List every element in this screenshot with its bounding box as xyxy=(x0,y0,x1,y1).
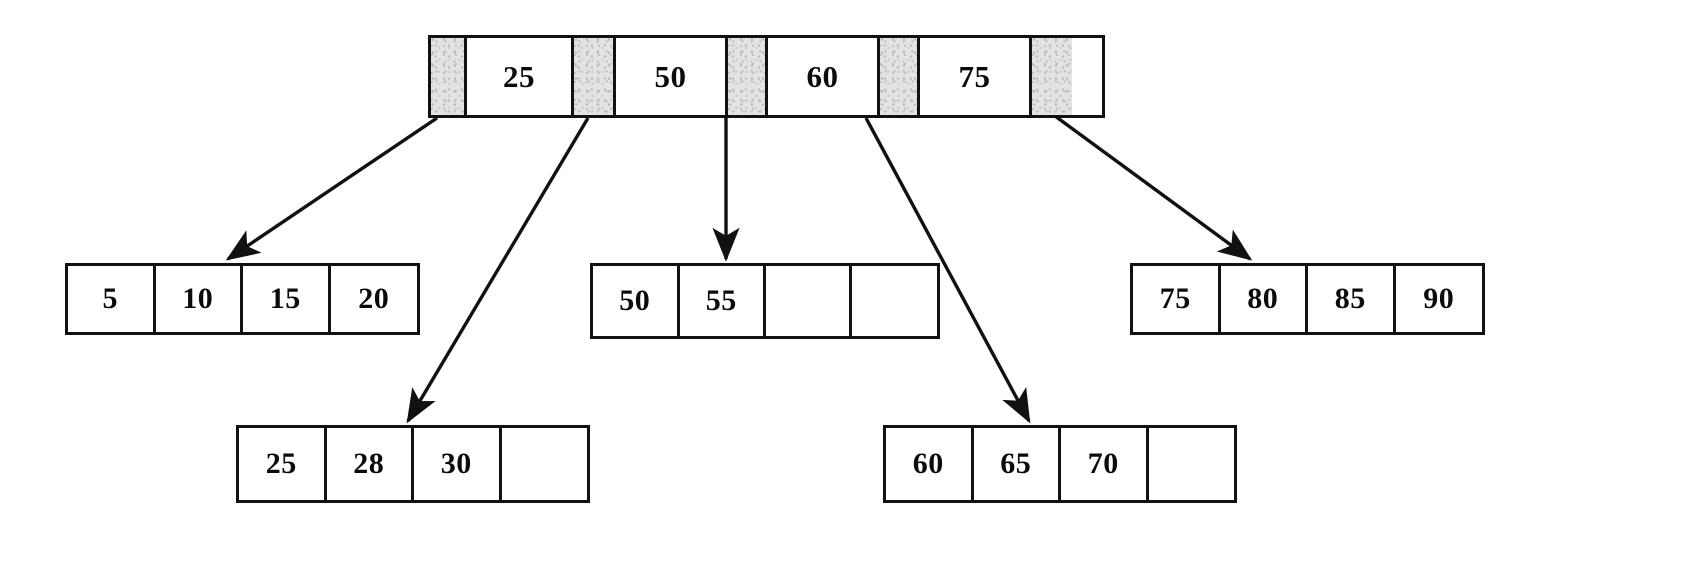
leaf-b-key-cell-1[interactable]: 28 xyxy=(326,428,414,500)
root-key-cell-3[interactable]: 50 xyxy=(616,38,728,115)
edge-root-ptr1-to-leaf-b-arrow xyxy=(406,117,590,424)
root-key-cell-5[interactable]: 60 xyxy=(768,38,880,115)
leaf-d-key-cell-0[interactable]: 60 xyxy=(886,428,974,500)
root-pointer-cell-6[interactable] xyxy=(880,38,920,115)
leaf-d-key-cell-1[interactable]: 65 xyxy=(973,428,1061,500)
leaf-e-key-cell-3[interactable]: 90 xyxy=(1395,266,1483,332)
edge-root-ptr0-to-leaf-a-arrow xyxy=(225,116,438,261)
root-pointer-cell-0[interactable] xyxy=(431,38,467,115)
leaf-c-key-cell-0[interactable]: 50 xyxy=(593,266,680,336)
leaf-c-empty-cell-2[interactable] xyxy=(766,266,852,336)
leaf-d-empty-cell-3[interactable] xyxy=(1148,428,1234,500)
leaf-c-empty-cell-3[interactable] xyxy=(851,266,937,336)
leaf-c-key-cell-1[interactable]: 55 xyxy=(679,266,766,336)
leaf-b-key-cell-0[interactable]: 25 xyxy=(239,428,327,500)
edge-root-ptr4-to-leaf-e-arrow xyxy=(1038,103,1253,261)
leaf-e-key-cell-0[interactable]: 75 xyxy=(1133,266,1221,332)
leaf-a-key-cell-3[interactable]: 20 xyxy=(330,266,418,332)
leaf-e-key-cell-1[interactable]: 80 xyxy=(1220,266,1309,332)
leaf-a-key-cell-2[interactable]: 15 xyxy=(243,266,331,332)
leaf-b-empty-cell-3[interactable] xyxy=(501,428,587,500)
root-key-cell-1[interactable]: 25 xyxy=(467,38,574,115)
leaf-a-key-cell-1[interactable]: 10 xyxy=(155,266,244,332)
root-pointer-cell-2[interactable] xyxy=(574,38,616,115)
root-pointer-cell-8[interactable] xyxy=(1032,38,1072,115)
leaf-b-key-cell-2[interactable]: 30 xyxy=(414,428,502,500)
internal-node-root: 25 50 60 75 xyxy=(428,35,1105,118)
leaf-e-key-cell-2[interactable]: 85 xyxy=(1308,266,1396,332)
root-pointer-cell-4[interactable] xyxy=(728,38,768,115)
leaf-a-key-cell-0[interactable]: 5 xyxy=(68,266,156,332)
leaf-d-key-cell-2[interactable]: 70 xyxy=(1061,428,1149,500)
root-key-cell-7[interactable]: 75 xyxy=(920,38,1032,115)
